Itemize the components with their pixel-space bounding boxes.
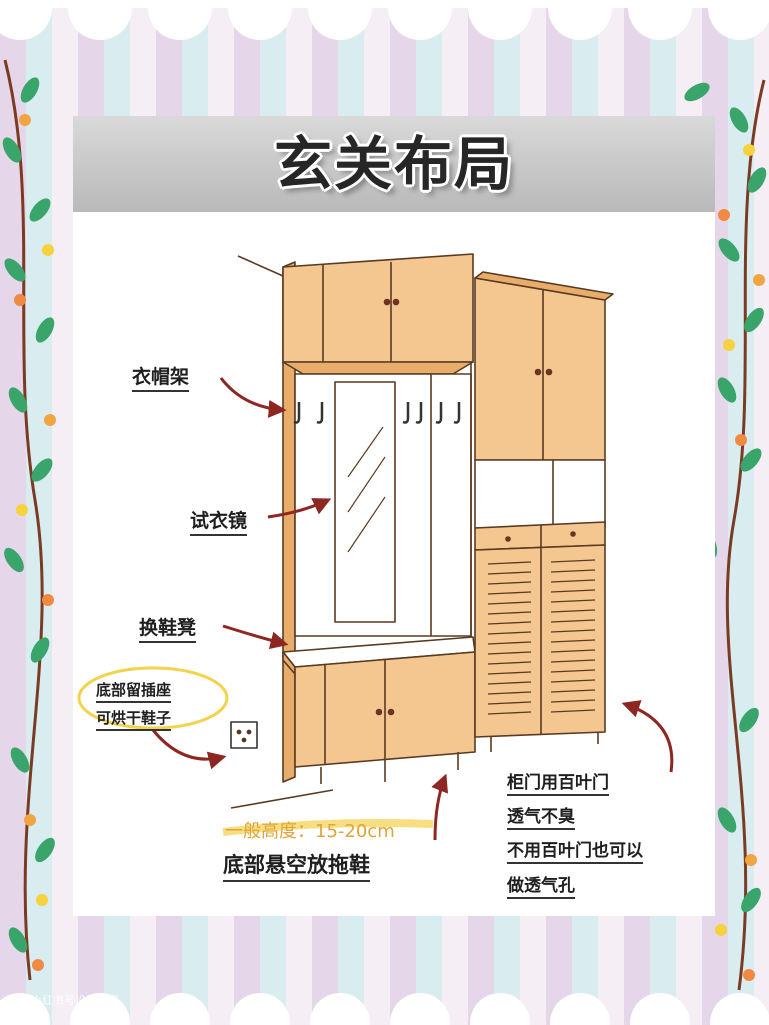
height-highlight: [222, 819, 434, 836]
socket-icon: [230, 721, 258, 749]
upper-cabinet-left: [282, 253, 474, 363]
title-banner: 玄关布局: [73, 116, 715, 212]
label-bottom-note: 底部悬空放拖鞋: [223, 849, 370, 882]
wall-line: [237, 255, 284, 277]
label-socket-line2: 可烘干鞋子: [96, 707, 172, 731]
vine-decoration-left: [2, 59, 56, 981]
label-hat-rack: 衣帽架: [132, 362, 190, 392]
label-louver-line2: 透气不臭: [507, 802, 575, 830]
coat-hooks-icon: [293, 402, 461, 424]
label-socket-line1: 底部留插座: [96, 679, 172, 703]
label-louver-line3: 不用百叶门也可以: [507, 836, 643, 864]
arrow-socket: [151, 729, 227, 770]
label-bench: 换鞋凳: [139, 613, 197, 643]
arrow-louver: [621, 700, 674, 773]
scallop-border-top: [0, 0, 769, 40]
page-title: 玄关布局: [273, 130, 514, 198]
arrow-bench: [222, 624, 289, 650]
label-louver-line4: 做透气孔: [507, 871, 575, 899]
cabinet-diagram: [77, 253, 674, 841]
mirror-icon: [334, 381, 396, 623]
arrow-hat-rack: [219, 377, 287, 418]
arrow-mirror: [267, 498, 332, 519]
watermark: @小红书号设计分享: [20, 994, 119, 1007]
label-height-note: 一般高度：15-20cm: [225, 821, 395, 842]
label-louver-line1: 柜门用百叶门: [507, 768, 609, 796]
arrow-bottom: [431, 773, 449, 841]
socket-note-highlight: [77, 666, 229, 730]
tall-cabinet-upper: [474, 277, 606, 461]
scallop-border-bottom: [0, 993, 769, 1025]
louver-slats: [487, 559, 596, 715]
floor-line: [230, 789, 334, 809]
label-mirror: 试衣镜: [190, 506, 248, 536]
open-niche: [474, 459, 606, 529]
